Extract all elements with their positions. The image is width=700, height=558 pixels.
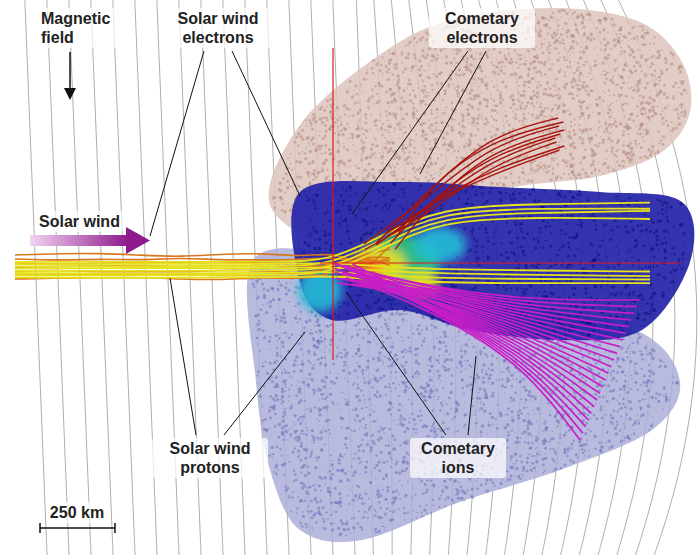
figure-stage: Magnetic fieldSolar wind electronsCometa… bbox=[0, 0, 700, 558]
